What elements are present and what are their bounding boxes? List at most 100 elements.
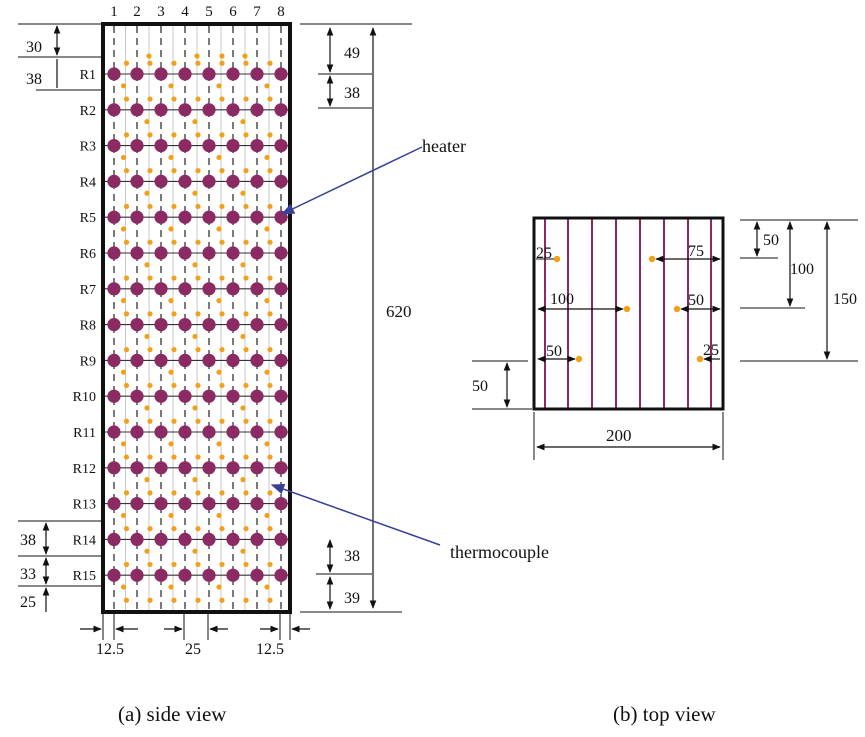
thermocouple-dot	[171, 60, 177, 66]
row-label: R3	[80, 140, 96, 155]
heater-dot	[154, 174, 168, 188]
thermocouple-dot	[171, 418, 177, 424]
heater-dot	[250, 568, 264, 582]
top-view-heater-lines	[544, 219, 712, 408]
thermocouple-dot	[219, 418, 225, 424]
thermocouple-dot	[267, 60, 273, 66]
heater-dot	[130, 246, 144, 260]
dim-25-left: 25	[20, 594, 36, 611]
thermocouple-dot	[192, 477, 198, 483]
thermocouple-dot	[168, 369, 174, 375]
heater-dot	[226, 67, 240, 81]
column-number: 6	[229, 4, 237, 20]
side-view-frame	[101, 22, 292, 614]
heater-dot	[178, 353, 192, 367]
thermocouple-dot	[123, 239, 130, 245]
thermocouple-dot	[240, 333, 246, 340]
heater-dot	[226, 532, 240, 547]
thermocouple-dot	[240, 262, 246, 268]
row-label: R15	[73, 569, 96, 584]
thermocouple-dot	[123, 60, 130, 66]
thermocouple-dot	[219, 382, 225, 389]
thermocouple-dot	[243, 561, 249, 568]
thermocouple-dot	[267, 132, 273, 138]
top-view-inner-dimensions: 25 75 100 50 50 25	[536, 243, 721, 363]
heater-dot	[130, 139, 144, 153]
heater-dot	[274, 67, 288, 81]
thermocouple-dot	[123, 311, 130, 317]
thermocouple-dot	[219, 311, 225, 317]
row-label: R14	[73, 533, 96, 548]
thermocouple-dot	[171, 311, 177, 317]
heater-dot	[274, 353, 288, 367]
row-label: R1	[80, 68, 96, 83]
heater-dot	[202, 282, 216, 296]
tv-dim-100: 100	[550, 291, 574, 308]
thermocouple-dot	[171, 347, 177, 353]
thermocouple-dot	[123, 168, 130, 174]
heater-dot	[154, 425, 168, 439]
thermocouple-dot	[216, 83, 222, 89]
thermocouple-dot	[147, 418, 153, 424]
heater-dot	[154, 103, 168, 117]
thermocouple-dot	[243, 60, 249, 66]
heater-dot	[130, 497, 144, 511]
heater-dot	[274, 174, 288, 188]
thermocouple-dot	[267, 490, 273, 496]
thermocouple-dot	[146, 53, 152, 59]
heater-dot	[154, 532, 168, 547]
heater-dot	[250, 461, 264, 475]
thermocouple-dot	[267, 239, 273, 245]
heater-dot	[250, 353, 264, 367]
thermocouple-dot	[123, 203, 130, 210]
thermocouple-dot	[267, 418, 273, 424]
thermocouple-dot	[147, 275, 153, 281]
thermocouple-dot	[147, 168, 153, 174]
thermocouple-dot	[219, 203, 225, 210]
heater-dot	[202, 246, 216, 260]
heater-dot	[178, 568, 192, 582]
thermocouple-dot	[123, 96, 130, 102]
thermocouple-dot	[219, 526, 225, 532]
dim-38-top-left: 38	[26, 71, 42, 88]
heater-dot	[130, 461, 144, 475]
thermocouple-dot	[240, 477, 246, 483]
column-number: 4	[181, 4, 189, 20]
heater-dot	[274, 318, 288, 332]
thermocouple-dot	[264, 369, 270, 375]
thermocouple-dot	[195, 168, 201, 174]
heater-dot	[250, 67, 264, 81]
heater-dot	[107, 425, 121, 439]
heater-dot	[178, 67, 192, 81]
thermocouple-dot	[120, 83, 127, 89]
thermocouple-dot	[147, 490, 153, 496]
heater-dot	[178, 139, 192, 153]
thermocouple-dot	[171, 382, 177, 389]
heater-dot	[130, 174, 144, 188]
heater-dot	[107, 353, 121, 367]
thermocouple-dot	[243, 597, 249, 603]
thermocouple-dot	[264, 584, 270, 590]
heater-dot	[154, 67, 168, 81]
thermocouple-dot	[219, 132, 225, 138]
thermocouple-dot	[120, 584, 127, 590]
heater-dot	[130, 210, 144, 224]
heater-dot	[202, 532, 216, 547]
thermocouple-dot	[192, 548, 198, 554]
heater-dot	[250, 246, 264, 260]
thermocouple-dot	[243, 526, 249, 532]
caption-side-view: (a) side view	[118, 702, 227, 726]
heater-dot	[178, 425, 192, 439]
column-number: 7	[253, 4, 261, 20]
thermocouple-dot	[243, 418, 249, 424]
heater-dot	[226, 139, 240, 153]
column-number: 5	[205, 4, 213, 20]
row-label: R12	[73, 462, 96, 477]
heater-dot	[202, 139, 216, 153]
row-label: R10	[73, 390, 96, 405]
heater-dot	[226, 246, 240, 260]
thermocouple-dot	[168, 83, 174, 89]
top-view-thermocouples	[553, 255, 704, 363]
thermocouple-dot	[216, 512, 222, 519]
heater-dot	[250, 318, 264, 332]
